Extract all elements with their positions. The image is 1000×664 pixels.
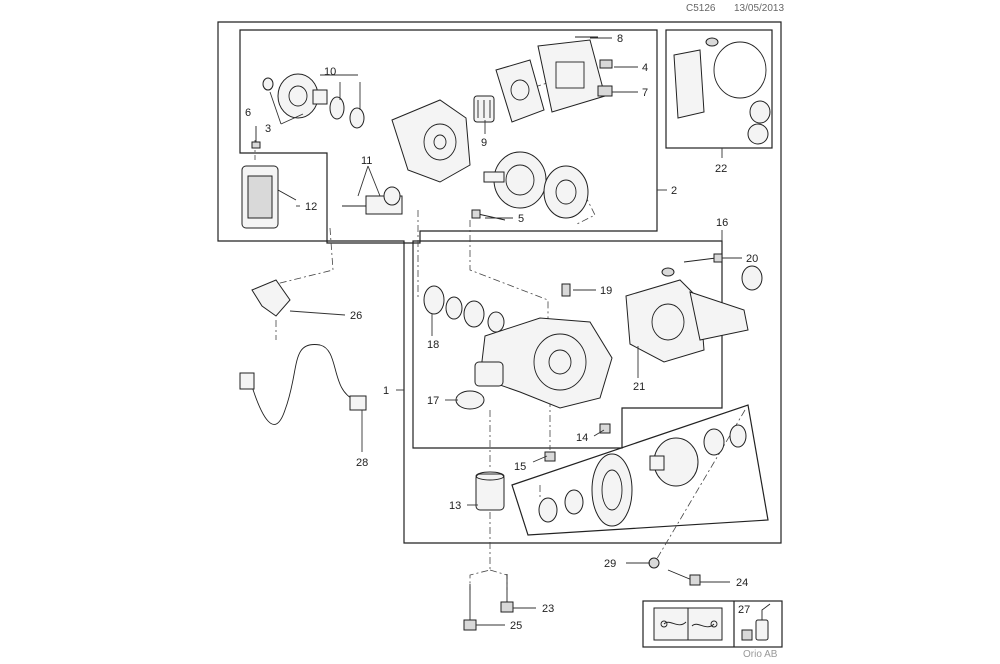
assembly-frame-2 [239,29,658,244]
lubricant-icon [741,603,771,641]
callout-13: 13 [449,500,461,512]
rubber-mount [455,361,504,410]
callout-16: 16 [716,217,728,229]
callout-28: 28 [356,457,368,469]
alignment-line [267,227,334,287]
bolt-20 [661,253,763,291]
callout-23: 23 [542,603,554,615]
callout-19: 19 [600,285,612,297]
brand-footer: Orio AB [743,649,778,660]
bushing [475,471,505,511]
callout-27: 27 [738,604,750,616]
gasket-plate [495,59,545,123]
diagram-date: 13/05/2013 [734,3,785,14]
bearing [543,165,589,219]
seal-bearing-set [423,285,505,333]
callout-26: 26 [350,310,362,322]
seal-kit [673,37,771,145]
differential-frame [511,404,769,536]
callout-8: 8 [617,33,623,45]
callout-15: 15 [514,461,526,473]
callout-21: 21 [633,381,645,393]
callout-4: 4 [642,62,648,74]
cover-plate [537,39,606,113]
legend-box [642,600,783,648]
plug-4-7 [575,36,613,97]
callout-22: 22 [715,163,727,175]
side-cover [625,279,749,363]
clutch-pack [483,151,547,209]
callout-5: 5 [518,213,524,225]
kit-frame-22 [665,29,773,149]
callout-24: 24 [736,577,748,589]
alignment-line [469,512,491,590]
breather [561,283,571,297]
screw-6 [251,126,261,149]
valve-assembly [342,186,403,215]
manual-book-icon [653,607,723,641]
callout-7: 7 [642,87,648,99]
callout-12: 12 [305,201,317,213]
callout-29: 29 [604,558,616,570]
callout-18: 18 [427,339,439,351]
filter [473,95,495,123]
callout-1: 1 [383,385,389,397]
output-flange [277,73,328,119]
callout-11: 11 [361,155,372,167]
bolt-24 [667,569,701,586]
control-module [241,165,297,229]
callout-6: 6 [245,107,251,119]
alignment-line [489,569,508,590]
callout-2: 2 [671,185,677,197]
leader-lines [269,37,742,626]
pump-housing [391,99,471,183]
callout-20: 20 [746,253,758,265]
callout-17: 17 [427,395,439,407]
callout-10: 10 [324,66,336,78]
callout-9: 9 [481,137,487,149]
callout-14: 14 [576,432,588,444]
bolt-23-25 [463,574,514,631]
ring-gear [591,453,633,527]
bolt-5 [471,209,506,221]
alignment-line [469,220,549,320]
flange-seal [262,77,365,129]
diagram-code: C5126 [686,3,716,14]
callout-25: 25 [510,620,522,632]
assembly-frame-1 [217,21,782,544]
differential-carrier [649,437,699,487]
differential-bearings [538,424,747,523]
callout-3: 3 [265,123,271,135]
bracket [251,279,291,317]
washer [648,557,660,569]
wiring-harness [239,344,367,425]
